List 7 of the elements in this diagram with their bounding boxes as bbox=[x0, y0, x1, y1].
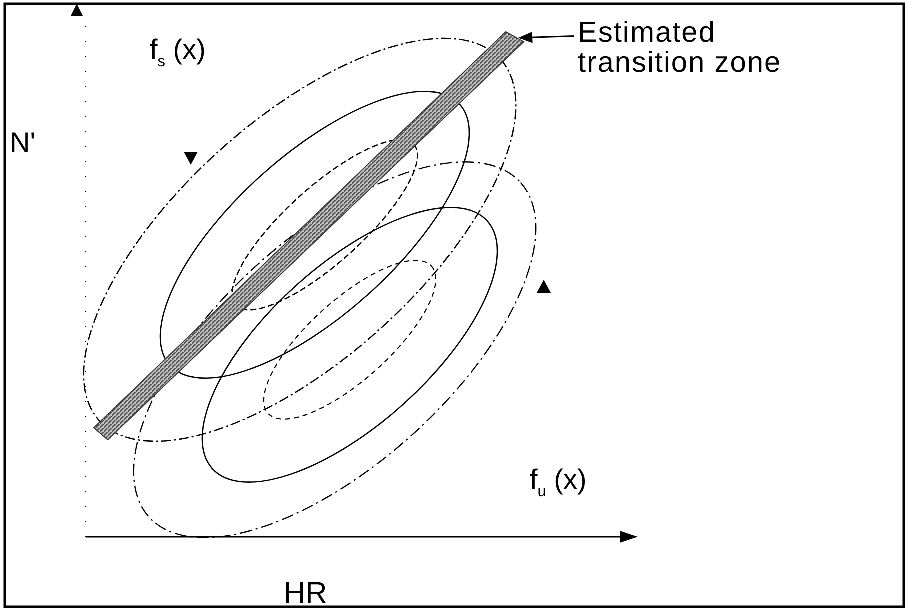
callout-label: Estimated transition zone bbox=[578, 18, 828, 79]
transition-zone-band bbox=[93, 31, 525, 441]
function-label: f$_{u}$ (x) bbox=[530, 465, 587, 501]
axis-label: HR bbox=[284, 578, 328, 610]
axis-label: N' bbox=[10, 128, 36, 158]
function-label: f$_{s}$ (x) bbox=[150, 35, 206, 71]
leader-arrow bbox=[518, 32, 574, 44]
